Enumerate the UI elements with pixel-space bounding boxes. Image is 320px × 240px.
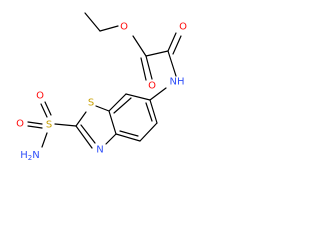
bond-s-o-bottom-b — [27, 125, 43, 129]
atom-nh: NH — [170, 77, 185, 88]
atom-n-ring: N — [96, 145, 103, 156]
amine-h: H — [20, 150, 28, 161]
atom-o-ester: O — [120, 22, 128, 33]
atom-o-amide-carbonyl: O — [179, 22, 187, 33]
bond-ring-b1 — [125, 93, 151, 101]
atom-o-sulfonyl-top: O — [36, 91, 44, 102]
bond-thiazole-c2-n-b — [80, 124, 96, 144]
bond-ring-b2 — [108, 93, 127, 112]
bond-amide-co-b — [172, 35, 182, 55]
bond-ring-b6 — [149, 99, 158, 124]
bond-oxalyl — [145, 50, 169, 57]
atom-s-sulfonyl: S — [46, 120, 52, 131]
bond-s-n — [41, 132, 48, 148]
bond-ring-b5 — [139, 122, 158, 142]
bond-nh-ring — [149, 87, 167, 101]
atom-o-sulfonyl-bottom: O — [16, 119, 24, 130]
structure-diagram: O O O NH S N S O O H2N — [16, 12, 187, 163]
bond-thiazole-s — [95, 105, 110, 112]
bonds — [27, 12, 182, 149]
bond-s-o-top-b — [44, 101, 52, 116]
bond-ring-inner2 — [119, 130, 139, 137]
atom-n-amine: H2N — [20, 150, 39, 163]
bond-thiazole-n — [105, 133, 117, 145]
atom-labels: O O O NH S N S O O H2N — [16, 22, 187, 163]
bond-o-carbonyl — [132, 35, 147, 57]
bond-thiazole-c2-n-a — [75, 125, 93, 149]
amine-subscript: 2 — [28, 154, 32, 162]
amine-n: N — [32, 150, 39, 161]
bond-ester-co-a — [145, 55, 153, 80]
bond-ring-inner1 — [113, 97, 132, 114]
bond-c2-s — [54, 123, 77, 127]
bond-c-nh — [167, 50, 177, 77]
bond-amide-co-a — [167, 32, 177, 52]
atom-s-ring: S — [88, 98, 94, 109]
bond-s-o-top-a — [40, 103, 48, 118]
atom-o-ester-carbonyl: O — [148, 81, 156, 92]
bond-thiazole-s-c2 — [75, 111, 87, 127]
bond-ring-inner3 — [145, 102, 153, 122]
bond-ethyl-o — [99, 25, 119, 32]
bond-ethyl — [84, 12, 101, 32]
bond-s-o-bottom-a — [27, 121, 43, 125]
bond-ring-b3 — [108, 110, 117, 135]
bond-ester-co-b — [140, 57, 147, 81]
bond-ring-b4 — [115, 133, 141, 142]
